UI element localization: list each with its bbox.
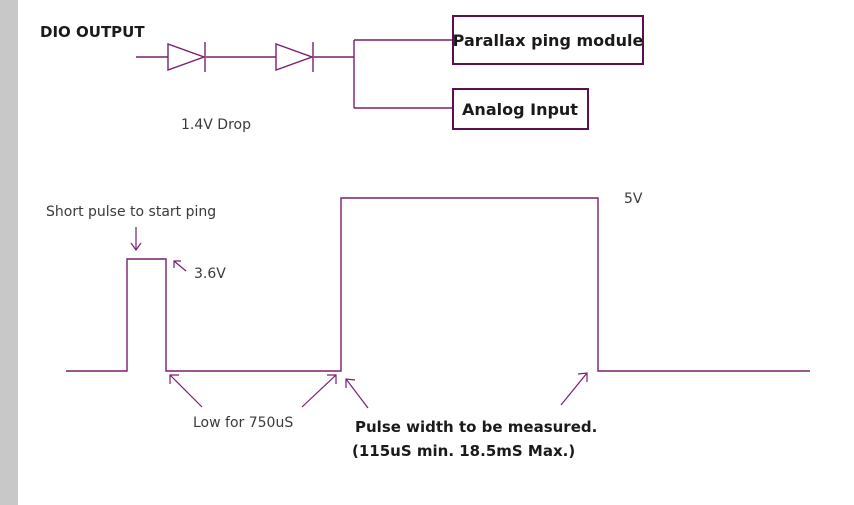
ping-waveform (66, 197, 810, 372)
junction-wires (353, 39, 453, 109)
diode-2-icon (275, 42, 315, 72)
start-pulse-voltage-arrow-icon (173, 260, 187, 272)
start-pulse-label: Short pulse to start ping (46, 204, 216, 220)
pulse-end-arrow-icon (560, 372, 588, 406)
low-period-label: Low for 750uS (193, 415, 293, 431)
low-period-start-arrow-icon (169, 374, 203, 408)
analog-input-box (452, 88, 589, 130)
parallax-ping-module-label: Parallax ping module (453, 31, 644, 50)
voltage-drop-label: 1.4V Drop (181, 117, 251, 133)
dio-output-label: DIO OUTPUT (40, 23, 145, 41)
diode-1-icon (167, 42, 207, 72)
pulse-width-range-label: (115uS min. 18.5mS Max.) (352, 442, 575, 460)
pulse-width-label: Pulse width to be measured. (355, 418, 597, 436)
start-pulse-arrow-icon (130, 227, 142, 252)
echo-voltage-label: 5V (624, 191, 643, 207)
start-pulse-voltage-label: 3.6V (194, 266, 226, 282)
pulse-start-arrow-icon (345, 378, 369, 409)
parallax-ping-module-box (452, 15, 644, 65)
window-edge-bar (0, 0, 18, 505)
low-period-end-arrow-icon (301, 374, 337, 408)
analog-input-label: Analog Input (462, 100, 578, 119)
